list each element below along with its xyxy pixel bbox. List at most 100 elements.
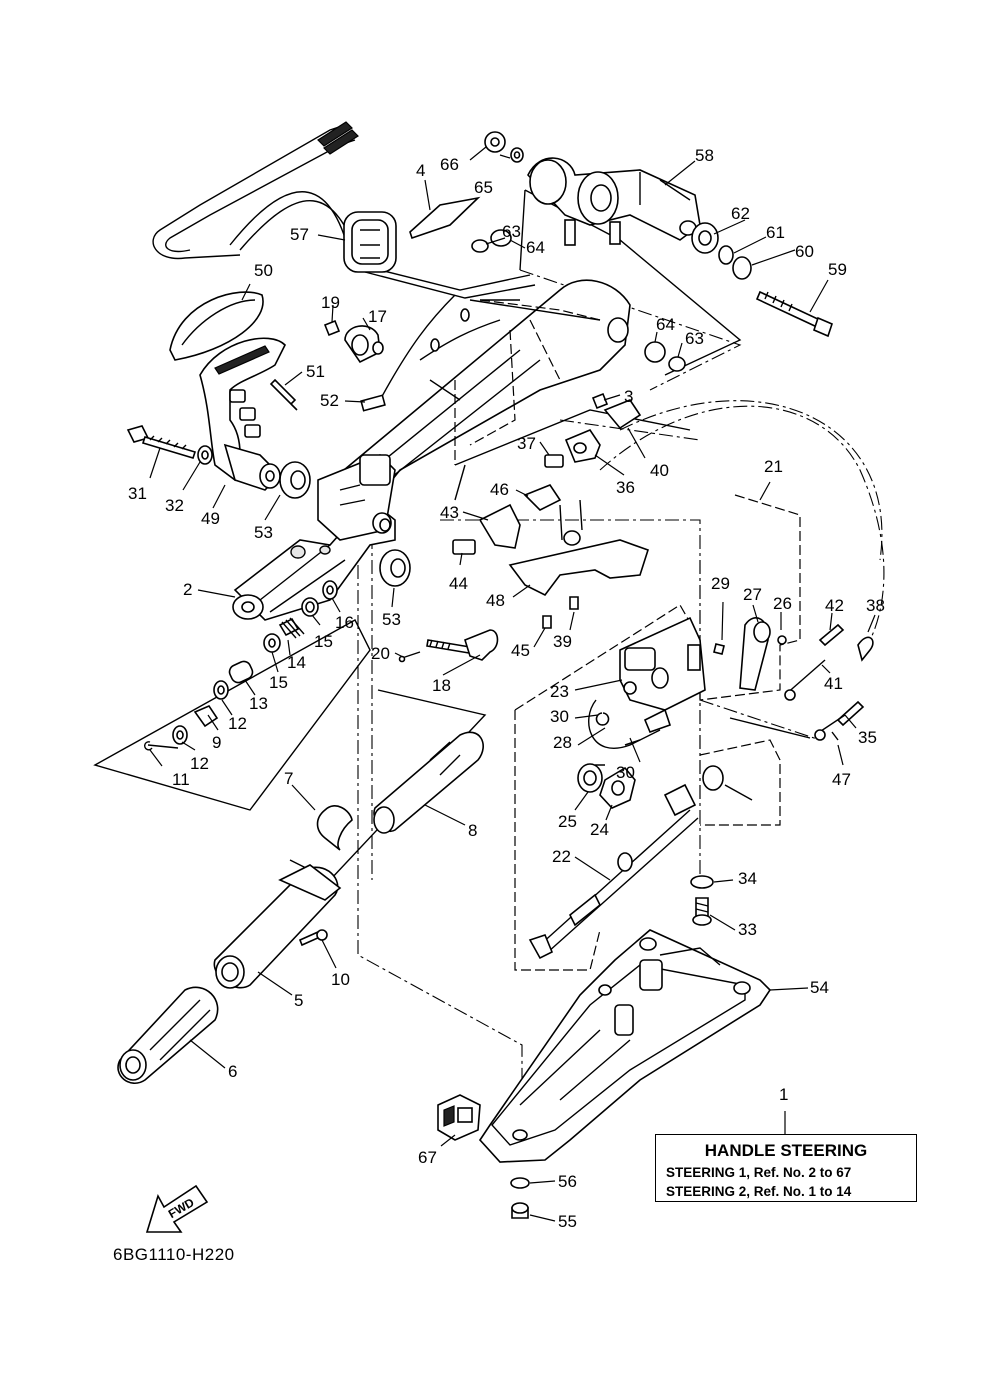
callout-12b: 12 (190, 754, 209, 773)
callout-64a: 64 (526, 238, 545, 257)
callout-41: 41 (824, 674, 843, 693)
callout-23: 23 (550, 682, 569, 701)
callout-42: 42 (825, 596, 844, 615)
callout-2: 2 (183, 580, 192, 599)
shift-rod-22 (528, 765, 753, 960)
shift-cables-35-41-42 (729, 623, 874, 741)
callout-12a: 12 (228, 714, 247, 733)
callout-27: 27 (743, 585, 762, 604)
callout-35: 35 (858, 728, 877, 747)
leader-lines (149, 146, 876, 1222)
callout-29: 29 (711, 574, 730, 593)
bushing-53 (279, 461, 411, 587)
plate-52 (360, 394, 386, 412)
callout-18: 18 (432, 676, 451, 695)
box-21 (699, 494, 801, 701)
callout-7: 7 (284, 769, 293, 788)
diagram-code: 6BG1110-H220 (113, 1245, 235, 1264)
friction-parts-17-19 (323, 319, 384, 364)
callout-16: 16 (335, 613, 354, 632)
callout-21: 21 (764, 457, 783, 476)
callout-57: 57 (290, 225, 309, 244)
callout-52: 52 (320, 391, 339, 410)
callout-36: 36 (616, 478, 635, 497)
callout-55: 55 (558, 1212, 577, 1231)
callout-65: 65 (474, 178, 493, 197)
callout-4: 4 (416, 161, 425, 180)
callout-58: 58 (695, 146, 714, 165)
box-11-16 (93, 619, 371, 811)
shift-mechanism-23-30 (577, 616, 787, 809)
legend-row-steering-1: STEERING 1, Ref. No. 2 to 67 (666, 1165, 852, 1180)
throttle-cables (152, 121, 536, 299)
callout-33: 33 (738, 920, 757, 939)
callout-40: 40 (650, 461, 669, 480)
callout-37: 37 (517, 434, 536, 453)
callout-20: 20 (371, 644, 390, 663)
callout-24: 24 (590, 820, 609, 839)
callout-45: 45 (511, 641, 530, 660)
callout-13: 13 (249, 694, 268, 713)
callout-54: 54 (810, 978, 829, 997)
callout-8: 8 (468, 821, 477, 840)
callout-63b: 63 (685, 329, 704, 348)
tiller-bracket-2 (232, 454, 396, 621)
callout-48: 48 (486, 591, 505, 610)
pivot-hardware-59-66 (471, 131, 833, 372)
callout-51: 51 (306, 362, 325, 381)
cable-bracket-parts (452, 392, 649, 629)
callout-6: 6 (228, 1062, 237, 1081)
bolt-33-washer-34 (690, 875, 714, 926)
subassembly-boxes (514, 494, 801, 971)
connector-67 (437, 1094, 481, 1141)
callout-64b: 64 (656, 315, 675, 334)
screw-55-washer-56 (510, 1177, 530, 1219)
callout-numbers: 1 2 3 4 5 6 7 8 9 10 11 12 12 13 14 15 1… (128, 146, 885, 1231)
callout-62: 62 (731, 204, 750, 223)
callout-49: 49 (201, 509, 220, 528)
callout-39: 39 (553, 632, 572, 651)
callout-28: 28 (553, 733, 572, 752)
grommet-57 (343, 211, 397, 273)
callout-66: 66 (440, 155, 459, 174)
callout-10: 10 (331, 970, 350, 989)
friction-screw-18 (398, 629, 499, 663)
callout-47: 47 (832, 770, 851, 789)
callout-17: 17 (368, 307, 387, 326)
callout-14: 14 (287, 653, 306, 672)
bottom-cover-54 (478, 929, 772, 1163)
callout-56: 56 (558, 1172, 577, 1191)
callout-53a: 53 (254, 523, 273, 542)
fwd-arrow-icon: FWD (145, 1184, 209, 1233)
callout-15b: 15 (314, 632, 333, 651)
throttle-grip-parts (117, 731, 484, 1084)
box-22 (699, 739, 781, 826)
callout-50: 50 (254, 261, 273, 280)
callout-43: 43 (440, 503, 459, 522)
callout-5: 5 (294, 991, 303, 1010)
callout-9: 9 (212, 733, 221, 752)
decal-4 (409, 196, 481, 240)
callout-61: 61 (766, 223, 785, 242)
screw-51 (269, 378, 298, 411)
callout-31: 31 (128, 484, 147, 503)
assembly-reference-lines (357, 269, 885, 1135)
swivel-bracket-58 (527, 157, 701, 246)
callout-34: 34 (738, 869, 757, 888)
callout-26: 26 (773, 594, 792, 613)
callout-32: 32 (165, 496, 184, 515)
callout-1: 1 (779, 1085, 788, 1104)
callout-53b: 53 (382, 610, 401, 629)
legend-row-steering-2: STEERING 2, Ref. No. 1 to 14 (666, 1184, 852, 1199)
callout-59: 59 (828, 260, 847, 279)
callout-67: 67 (418, 1148, 437, 1167)
callout-30a: 30 (550, 707, 569, 726)
box-main-bracket (514, 710, 601, 971)
callout-63a: 63 (502, 222, 521, 241)
bolt-31-washer-32 (126, 425, 213, 465)
legend-box: HANDLE STEERING STEERING 1, Ref. No. 2 t… (655, 1134, 917, 1202)
callout-46: 46 (490, 480, 509, 499)
callout-19: 19 (321, 293, 340, 312)
callout-44: 44 (449, 574, 468, 593)
